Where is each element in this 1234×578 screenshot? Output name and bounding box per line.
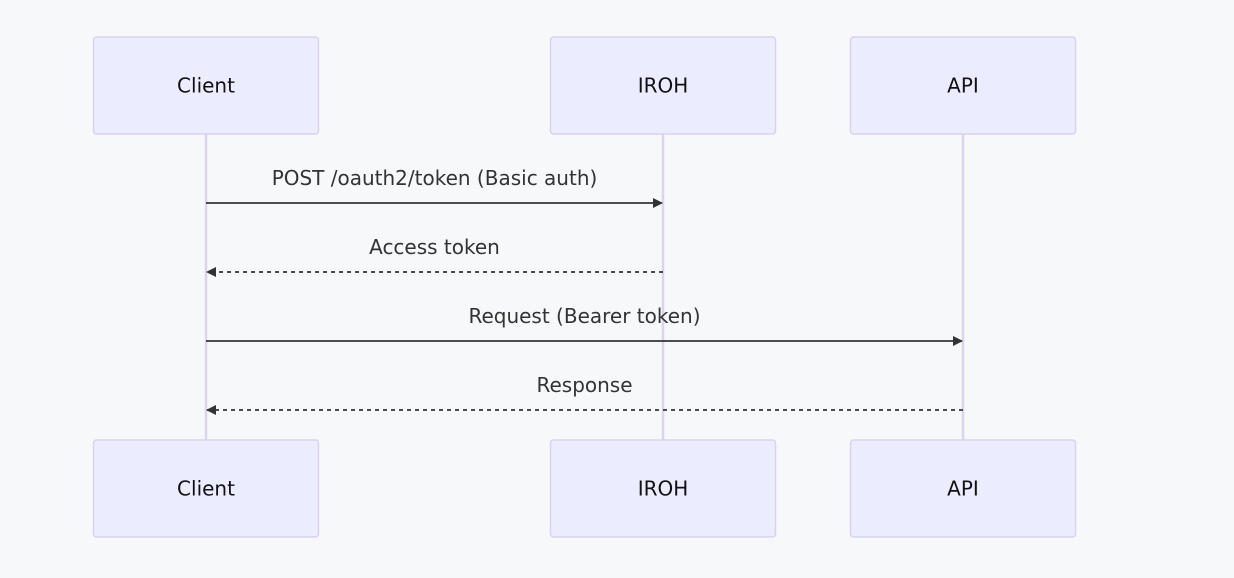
actor-label: API [947,477,979,501]
message-2: Access token [206,235,663,277]
message-1: POST /oauth2/token (Basic auth) [206,166,663,208]
actor-iroh-top: IROH [549,36,777,135]
actor-iroh-bottom: IROH [549,439,777,538]
actor-api-top: API [849,36,1077,135]
actor-box [549,36,777,135]
actor-box [849,439,1077,538]
actor-label: IROH [638,74,689,98]
actor-api-bottom: API [849,439,1077,538]
actors-top: Client IROH API [92,36,1077,135]
message-label: Access token [369,235,500,259]
actor-box [849,36,1077,135]
actor-client-bottom: Client [92,439,320,538]
actors-bottom: Client IROH API [92,439,1077,538]
message-label: POST /oauth2/token (Basic auth) [272,166,598,190]
message-3: Request (Bearer token) [206,304,963,346]
actor-label: API [947,74,979,98]
actor-box [92,439,320,538]
messages: POST /oauth2/token (Basic auth) Access to… [206,166,963,415]
actor-client-top: Client [92,36,320,135]
actor-box [549,439,777,538]
actor-box [92,36,320,135]
lifelines [204,134,965,440]
actor-label: IROH [638,477,689,501]
actor-label: Client [177,74,235,98]
actor-label: Client [177,477,235,501]
message-label: Response [536,373,632,397]
message-label: Request (Bearer token) [468,304,700,328]
message-4: Response [206,373,963,415]
